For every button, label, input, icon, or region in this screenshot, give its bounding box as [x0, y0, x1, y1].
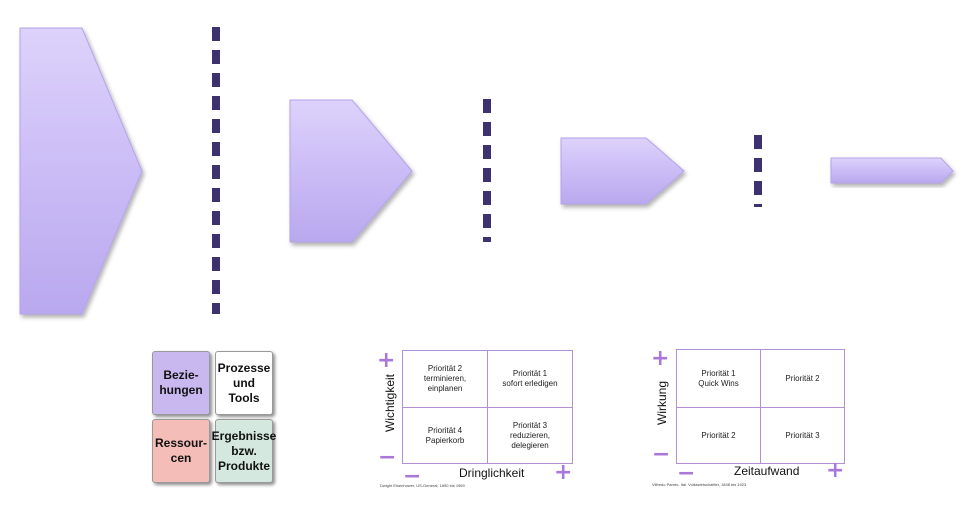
eisenhower-credit: Dwight Eisenhower, US-General, 1890 bis … — [380, 483, 465, 488]
pareto-grid: Priorität 1 Quick Wins Priorität 2 Prior… — [676, 349, 845, 464]
pareto-y-minus-icon: − — [652, 442, 671, 467]
eisenhower-x-label: Dringlichkeit — [459, 466, 525, 480]
eisenhower-cell-top-right: Priorität 1 sofort erledigen — [502, 369, 558, 388]
eisenhower-y-plus-icon: + — [377, 348, 396, 373]
eisenhower-x-minus-icon: − — [403, 464, 422, 489]
pareto-y-label: Wirkung — [655, 380, 669, 425]
tile-ergebnisse: Ergebnisse bzw. Produkte — [212, 419, 276, 483]
arrow-shape-thin — [830, 157, 954, 184]
eisenhower-y-label: Wichtigkeit — [383, 373, 397, 432]
pareto-cell-bottom-left: Priorität 2 — [701, 430, 736, 440]
pareto-x-minus-icon: − — [677, 461, 696, 486]
eisenhower-y-minus-icon: − — [378, 445, 397, 470]
pareto-cell-top-left: Priorität 1 Quick Wins — [698, 368, 739, 388]
tile-prozesse: Prozesse und Tools — [215, 351, 273, 415]
pareto-cell-top-right: Priorität 2 — [785, 373, 820, 383]
pareto-x-plus-icon: + — [826, 458, 845, 483]
arrow-shape-large — [19, 27, 143, 315]
pareto-horizontal-divider — [677, 407, 844, 408]
eisenhower-horizontal-divider — [403, 407, 572, 408]
pareto-credit: Vilfredo Pareto, Ital. Volkswirtschaftle… — [652, 482, 747, 487]
pareto-y-plus-icon: + — [651, 346, 670, 371]
pareto-cell-bottom-right: Priorität 3 — [785, 430, 820, 440]
arrow-shape-small — [560, 137, 685, 205]
eisenhower-x-plus-icon: + — [554, 460, 573, 485]
tile-ressourcen: Ressour- cen — [152, 419, 210, 483]
arrow-shape-medium — [289, 99, 413, 243]
eisenhower-cell-bottom-left: Priorität 4 Papierkorb — [425, 425, 465, 445]
tile-beziehungen: Bezie- hungen — [152, 351, 210, 415]
arrow-sequence — [19, 27, 954, 315]
eisenhower-grid: Priorität 2 terminieren, einplanen Prior… — [402, 350, 573, 464]
pareto-vertical-divider — [760, 350, 761, 463]
eisenhower-cell-top-left: Priorität 2 terminieren, einplanen — [423, 364, 467, 393]
eisenhower-cell-bottom-right: Priorität 3 reduzieren, delegieren — [509, 420, 551, 450]
pareto-x-label: Zeitaufwand — [734, 464, 800, 478]
